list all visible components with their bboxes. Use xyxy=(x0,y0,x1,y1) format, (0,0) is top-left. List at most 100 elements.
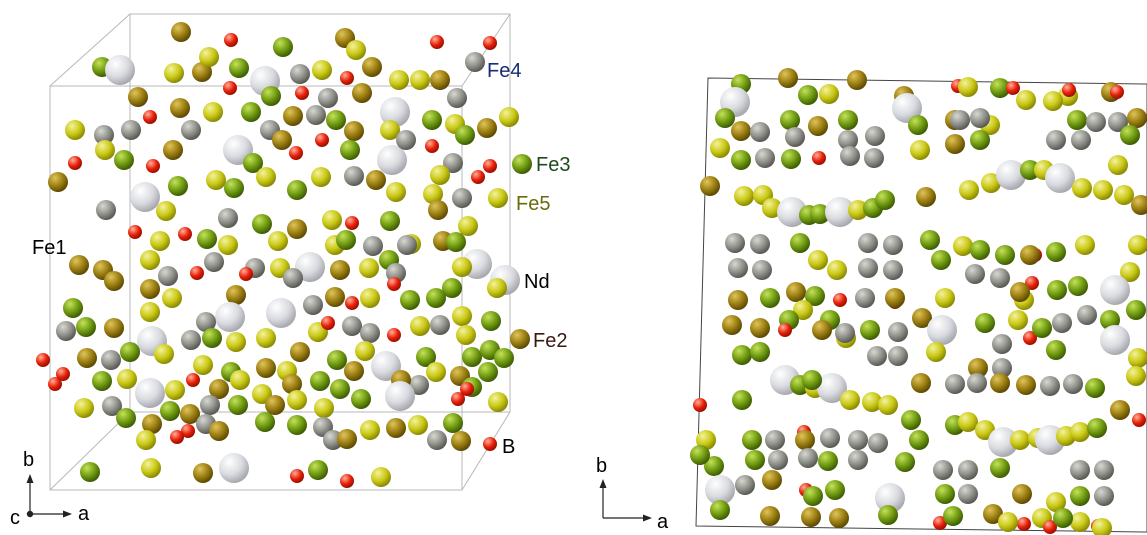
atom-fe2 xyxy=(847,70,867,90)
atom-fe3 xyxy=(252,214,272,234)
atom-fe2 xyxy=(451,431,471,451)
atom-fe3 xyxy=(308,460,328,480)
atom-fe4 xyxy=(1086,112,1106,132)
atom-b xyxy=(1025,276,1039,290)
atom-fe5 xyxy=(981,173,1001,193)
atom-fe5 xyxy=(1114,185,1134,205)
atom-fe4 xyxy=(838,130,858,150)
atom-fe4 xyxy=(945,374,965,394)
atom-fe2 xyxy=(325,287,345,307)
atom-fe3 xyxy=(1085,378,1105,398)
atom-fe5 xyxy=(1010,430,1030,450)
atom-fe5 xyxy=(840,390,860,410)
atom-fe5 xyxy=(322,210,342,230)
atom-fe3 xyxy=(481,311,501,331)
atom-nd xyxy=(817,373,847,403)
atom-fe3 xyxy=(197,229,217,249)
atom-fe3 xyxy=(895,452,915,472)
atom-fe4 xyxy=(181,120,201,140)
atom-b xyxy=(451,392,465,406)
atom-fe5 xyxy=(953,236,973,256)
atom-fe3 xyxy=(745,450,765,470)
atom-fe5 xyxy=(456,325,476,345)
atom-fe3 xyxy=(909,430,929,450)
atom-b xyxy=(345,296,359,310)
atom-fe5 xyxy=(140,250,160,270)
label-fe1: Fe1 xyxy=(32,237,66,259)
atom-fe5 xyxy=(1120,262,1140,282)
atom-nd xyxy=(1100,275,1130,305)
axis-label-c: c xyxy=(10,507,20,529)
atom-fe5 xyxy=(1128,235,1147,255)
atom-fe4 xyxy=(409,375,429,395)
atom-fe5 xyxy=(848,200,868,220)
atom-fe2 xyxy=(990,373,1010,393)
atom-b xyxy=(387,328,401,342)
atom-fe2 xyxy=(265,395,285,415)
atom-fe5 xyxy=(499,107,519,127)
atom-fe3 xyxy=(63,298,83,318)
atom-fe4 xyxy=(750,122,770,142)
atom-fe4 xyxy=(1070,460,1090,480)
atom-fe5 xyxy=(162,288,182,308)
atom-fe5 xyxy=(998,512,1018,532)
atom-fe2 xyxy=(916,187,936,207)
atom-fe5 xyxy=(360,288,380,308)
atom-fe2 xyxy=(256,358,276,378)
atom-fe2 xyxy=(430,70,450,90)
atom-fe4 xyxy=(204,252,224,272)
atom-nd xyxy=(130,182,160,212)
atom-fe3 xyxy=(1067,110,1087,130)
atom-nd xyxy=(377,145,407,175)
atom-fe2 xyxy=(352,83,372,103)
atom-b xyxy=(178,227,192,241)
atom-fe2 xyxy=(945,134,965,154)
atom-fe2 xyxy=(1012,484,1032,504)
atom-fe5 xyxy=(156,201,176,221)
atom-fe5 xyxy=(430,165,450,185)
atom-fe5 xyxy=(734,186,754,206)
atom-fe3 xyxy=(1120,125,1140,145)
atom-fe2 xyxy=(272,130,292,150)
atom-fe3 xyxy=(494,348,514,368)
atom-b xyxy=(223,81,237,95)
atom-fe4 xyxy=(883,235,903,255)
atom-fe4 xyxy=(196,312,216,332)
atom-fe4 xyxy=(958,484,978,504)
atom-fe3 xyxy=(781,149,801,169)
atom-fe4 xyxy=(864,148,884,168)
atom-fe4 xyxy=(200,395,220,415)
atom-b xyxy=(833,293,847,307)
atom-fe3 xyxy=(443,413,463,433)
atom-fe5 xyxy=(1008,310,1028,330)
atom-fe3 xyxy=(1032,318,1052,338)
atom-fe2 xyxy=(170,98,190,118)
atom-nd xyxy=(295,252,325,282)
atom-fe3 xyxy=(310,371,330,391)
atom-fe5 xyxy=(1126,366,1146,386)
atom-nd xyxy=(219,453,249,483)
atom-fe5 xyxy=(312,60,332,80)
atom-fe5 xyxy=(346,40,366,60)
atom-fe4 xyxy=(848,430,868,450)
atom-b xyxy=(321,316,335,330)
atom-nd xyxy=(135,378,165,408)
atom-fe4 xyxy=(768,450,788,470)
atom-b xyxy=(778,323,792,337)
atom-fe3 xyxy=(446,232,466,252)
atom-fe3 xyxy=(878,505,898,525)
atom-fe3 xyxy=(1087,418,1107,438)
atom-fe2 xyxy=(700,176,720,196)
atom-b xyxy=(425,139,439,153)
atom-fe3 xyxy=(931,250,951,270)
atom-fe5 xyxy=(808,250,828,270)
atom-fe5 xyxy=(256,328,276,348)
atom-fe2 xyxy=(731,121,751,141)
right-axis-indicator: b a xyxy=(596,455,669,533)
label-fe5: Fe5 xyxy=(516,193,550,215)
atom-fe3 xyxy=(780,110,800,130)
atom-b xyxy=(68,156,82,170)
atom-b xyxy=(181,424,195,438)
atom-fe2 xyxy=(142,414,162,434)
atom-fe2 xyxy=(1131,195,1147,215)
